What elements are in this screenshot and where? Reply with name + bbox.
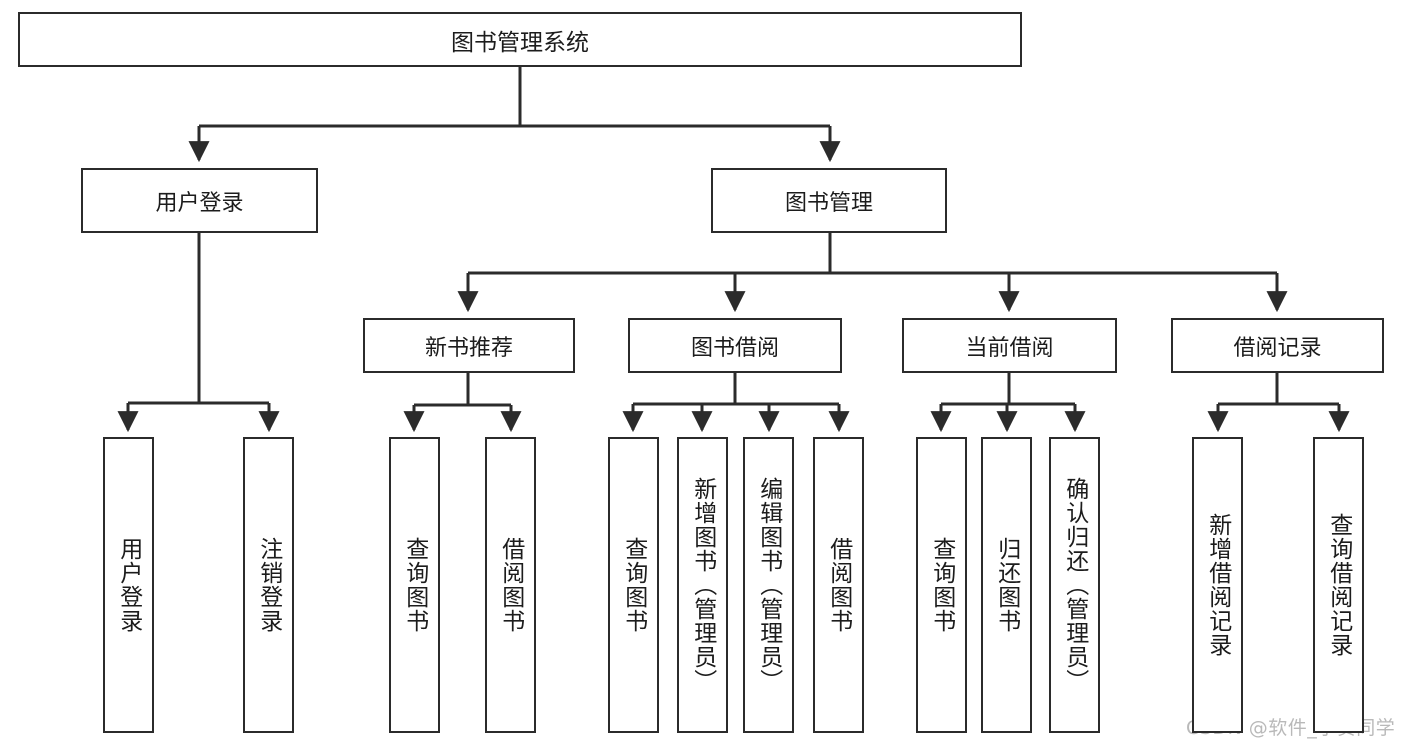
node-level2-0[interactable]: 用户登录 bbox=[81, 168, 318, 233]
node-label: 新书推荐 bbox=[424, 335, 513, 361]
node-leaf-5[interactable]: 新增图书（管理员） bbox=[677, 437, 728, 733]
node-level3-2[interactable]: 当前借阅 bbox=[902, 318, 1117, 373]
node-label: 借阅图书 bbox=[497, 537, 524, 633]
node-leaf-9[interactable]: 归还图书 bbox=[981, 437, 1032, 733]
node-label: 图书管理系统 bbox=[451, 29, 589, 56]
node-level2-1[interactable]: 图书管理 bbox=[711, 168, 947, 233]
node-leaf-11[interactable]: 新增借阅记录 bbox=[1192, 437, 1243, 733]
node-leaf-2[interactable]: 查询图书 bbox=[389, 437, 440, 733]
node-label: 确认归还（管理员） bbox=[1061, 477, 1088, 693]
node-label: 查询借阅记录 bbox=[1325, 513, 1352, 657]
node-label: 当前借阅 bbox=[965, 335, 1054, 361]
node-label: 注销登录 bbox=[255, 537, 282, 633]
node-label: 新增借阅记录 bbox=[1204, 513, 1231, 657]
node-label: 新增图书（管理员） bbox=[689, 477, 716, 693]
node-label: 图书管理 bbox=[784, 190, 873, 216]
node-label: 查询图书 bbox=[928, 537, 955, 633]
node-label: 编辑图书（管理员） bbox=[755, 477, 782, 693]
node-label: 用户登录 bbox=[155, 190, 244, 216]
node-label: 归还图书 bbox=[993, 537, 1020, 633]
node-leaf-6[interactable]: 编辑图书（管理员） bbox=[743, 437, 794, 733]
node-label: 用户登录 bbox=[115, 537, 142, 633]
node-leaf-4[interactable]: 查询图书 bbox=[608, 437, 659, 733]
node-label: 借阅记录 bbox=[1233, 335, 1322, 361]
node-label: 借阅图书 bbox=[825, 537, 852, 633]
node-leaf-3[interactable]: 借阅图书 bbox=[485, 437, 536, 733]
node-label: 图书借阅 bbox=[690, 335, 779, 361]
node-leaf-1[interactable]: 注销登录 bbox=[243, 437, 294, 733]
node-label: 查询图书 bbox=[401, 537, 428, 633]
node-level3-0[interactable]: 新书推荐 bbox=[363, 318, 575, 373]
node-label: 查询图书 bbox=[620, 537, 647, 633]
node-leaf-8[interactable]: 查询图书 bbox=[916, 437, 967, 733]
node-leaf-10[interactable]: 确认归还（管理员） bbox=[1049, 437, 1100, 733]
node-leaf-7[interactable]: 借阅图书 bbox=[813, 437, 864, 733]
node-level3-1[interactable]: 图书借阅 bbox=[628, 318, 842, 373]
node-leaf-0[interactable]: 用户登录 bbox=[103, 437, 154, 733]
node-root-图书管理系统[interactable]: 图书管理系统 bbox=[18, 12, 1022, 67]
node-leaf-12[interactable]: 查询借阅记录 bbox=[1313, 437, 1364, 733]
node-level3-3[interactable]: 借阅记录 bbox=[1171, 318, 1384, 373]
